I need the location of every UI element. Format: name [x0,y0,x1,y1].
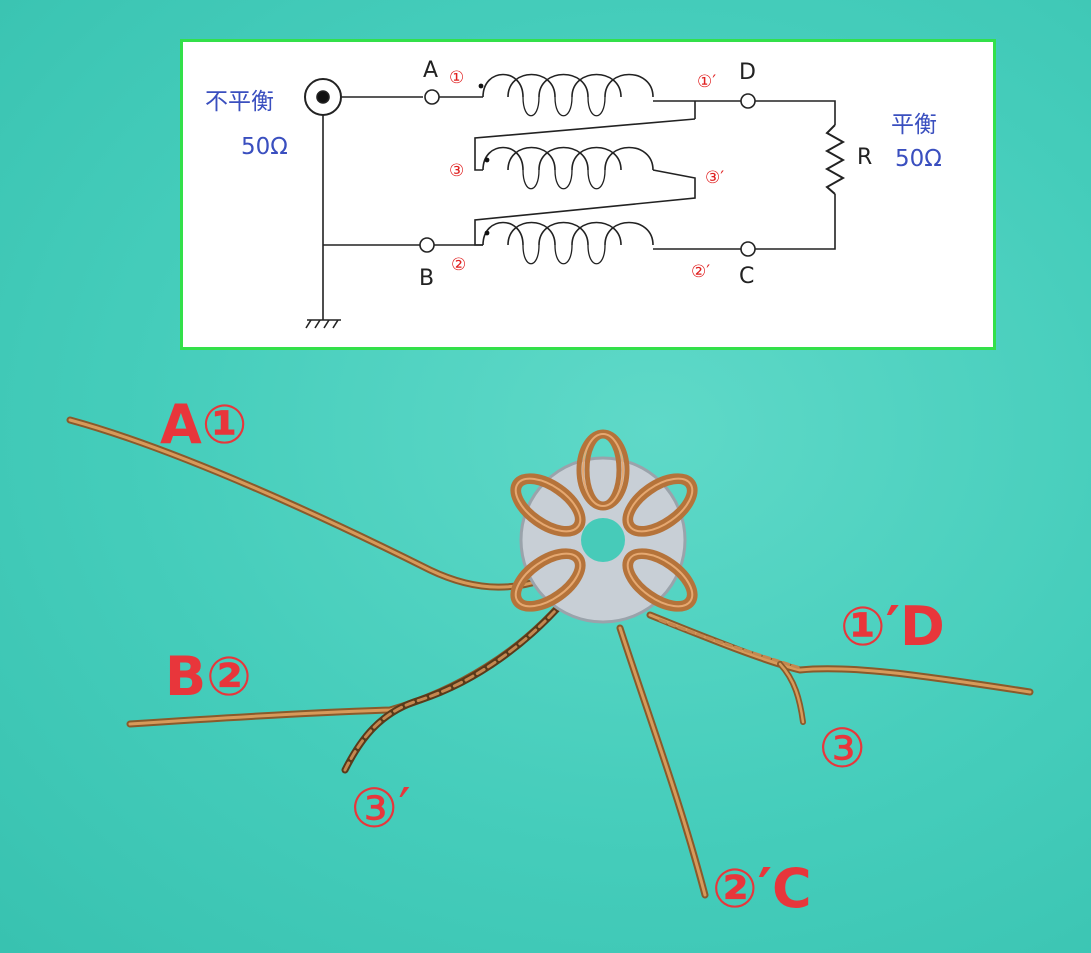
label-a1: A① [160,393,248,456]
resistor-zigzag [824,124,846,195]
terminal-d-label: D [739,60,756,85]
unbalanced-impedance: 50Ω [241,134,288,160]
schematic-panel: 不平衡 50Ω 平衡 50Ω R A D B C ① ①′ ③ ③′ ② ②′ [180,39,996,350]
toroid-windings-highlight [514,433,694,608]
winding-2prime-mark: ②′ [691,262,711,282]
terminal-d [740,93,756,109]
winding-3-mark: ③ [449,161,465,181]
wire-3prime [341,596,569,774]
label-3: ③ [818,717,867,780]
toroid-windings [510,429,698,612]
winding-3prime-mark: ③′ [705,168,725,188]
terminal-b-label: B [419,266,435,291]
terminal-c-label: C [739,264,755,289]
winding-2-mark: ② [451,255,467,275]
label-b2: B② [165,645,252,708]
label-1prime-d: ①′D [840,595,945,658]
balanced-label: 平衡 [891,112,937,138]
terminal-a [424,89,440,105]
terminal-c [740,241,756,257]
polarity-dots [478,83,490,236]
wire-3 [777,661,806,725]
balanced-impedance: 50Ω [895,146,942,172]
winding-1-mark: ① [449,68,465,88]
wire-a1 [66,416,559,591]
label-2prime-c: ②′C [712,857,812,920]
winding-1prime-mark: ①′ [697,72,717,92]
unbalanced-label: 不平衡 [205,89,274,115]
resistor-label: R [857,145,873,170]
label-3prime: ③′ [350,777,411,840]
terminal-a-label: A [423,58,439,83]
coax-connector-inner [316,90,330,104]
schematic-diagram [304,73,846,329]
wire-2prime-c [616,624,709,899]
terminal-b [419,237,435,253]
wire-1prime-d [646,611,1034,696]
